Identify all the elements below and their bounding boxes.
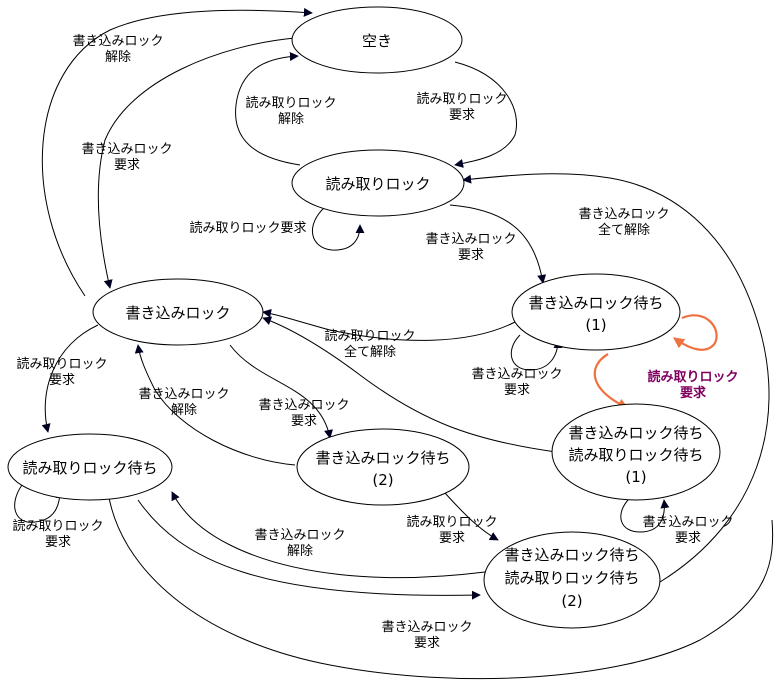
state-both-wait-2-line1: 書き込みロック待ち [504, 546, 639, 564]
edge-read-lock-to-write-wait1 [449, 204, 547, 284]
label-read-request-top-1: 読み取りロック [416, 91, 507, 107]
label-read-wait-self-2: 要求 [45, 535, 71, 550]
edge-write-wait2-to-write-lock [134, 344, 296, 466]
edge-read-wait-bottom-loop [107, 491, 774, 680]
edge-read-wait-self [14, 484, 65, 523]
state-read-lock-label: 読み取りロック [325, 175, 430, 193]
state-read-lock: 読み取りロック [291, 149, 465, 217]
label-read-request-self: 読み取りロック要求 [189, 220, 306, 236]
edge-write-wait1-highlight-loop [673, 314, 718, 351]
state-write-wait-1-line1: 書き込みロック待ち [528, 294, 663, 312]
label-read-request-w2-2: 要求 [439, 531, 465, 546]
edge-labels: 書き込みロック 解除 書き込みロック 要求 読み取りロック 解除 読み取りロック… [12, 34, 738, 651]
label-write-request-mid2-2: 要求 [291, 414, 317, 429]
state-read-wait-label: 読み取りロック待ち [22, 459, 157, 477]
label-write-request-top-2: 要求 [114, 158, 140, 173]
edge-read-wait-to-both2 [137, 499, 481, 600]
state-free-label: 空き [362, 32, 392, 50]
edge-both2-to-read-wait [171, 491, 486, 579]
label-write-request-top-1: 書き込みロック [81, 142, 172, 157]
edge-both1-self [620, 499, 670, 533]
state-write-wait-2-line1: 書き込みロック待ち [315, 449, 450, 467]
label-write-request-mid-1: 書き込みロック [425, 232, 516, 247]
label-read-request-highlight-2: 要求 [680, 385, 707, 401]
edge-write-release-to-free [41, 7, 313, 297]
state-both-wait-2: 書き込みロック待ち 読み取りロック待ち (2) [483, 531, 661, 629]
edge-free-to-write-lock [97, 37, 296, 289]
state-write-wait-1: 書き込みロック待ち (1) [511, 273, 681, 351]
label-write-request-bottom-1: 書き込みロック [381, 620, 472, 635]
state-write-lock: 書き込みロック [92, 278, 264, 346]
label-write-wait1-self-1: 書き込みロック [471, 367, 562, 382]
state-both-wait-2-line2: 読み取りロック待ち [504, 569, 639, 587]
label-read-all-release-1: 読み取りロック [324, 328, 415, 344]
state-read-wait: 読み取りロック待ち [7, 433, 173, 501]
label-read-request-top-2: 要求 [449, 108, 475, 123]
label-write-release-bottom-2: 解除 [287, 544, 313, 559]
state-write-lock-label: 書き込みロック [125, 304, 230, 322]
label-write-all-release-1: 書き込みロック [578, 207, 669, 222]
edge-write-lock-to-write-wait2 [229, 344, 333, 439]
edge-read-release-to-free [235, 51, 301, 166]
label-read-release-top-2: 解除 [278, 112, 304, 127]
state-both-wait-1-line1: 書き込みロック待ち [568, 424, 703, 442]
edges [14, 7, 774, 680]
edge-read-lock-self [311, 206, 365, 251]
label-read-request-left-1: 読み取りロック [16, 356, 107, 372]
states: 空き 読み取りロック 書き込みロック 書き込みロック待ち (1) 読み取りロック… [7, 6, 721, 629]
label-read-request-highlight-1: 読み取りロック [647, 369, 738, 385]
label-read-request-w2-1: 読み取りロック [406, 514, 497, 530]
label-both1-self-2: 要求 [675, 531, 701, 546]
label-write-request-bottom-2: 要求 [414, 636, 440, 651]
label-both1-self-1: 書き込みロック [642, 515, 733, 530]
label-write-wait1-self-2: 要求 [504, 383, 530, 398]
label-read-wait-self-1: 読み取りロック [12, 518, 103, 534]
edge-write-wait2-to-both2 [444, 492, 499, 541]
state-write-wait-2: 書き込みロック待ち (2) [296, 428, 470, 506]
edge-both2-to-read-lock [462, 173, 770, 583]
label-read-request-left-2: 要求 [49, 373, 75, 388]
label-write-all-release-2: 全て解除 [598, 222, 650, 238]
state-both-wait-2-line3: (2) [561, 592, 582, 610]
edge-free-to-read-lock [454, 61, 517, 168]
label-write-request-mid2-1: 書き込みロック [258, 398, 349, 413]
state-write-wait-1-line2: (1) [585, 316, 606, 334]
label-write-release-top-2: 解除 [105, 50, 131, 65]
edge-write-wait1-self [510, 334, 563, 371]
edge-both1-to-write-lock [262, 316, 557, 453]
label-write-request-mid-2: 要求 [458, 248, 484, 263]
label-read-release-top-1: 読み取りロック [245, 95, 336, 111]
label-read-all-release-2: 全て解除 [344, 344, 396, 360]
label-write-release-bottom-1: 書き込みロック [254, 528, 345, 543]
label-write-release-top-1: 書き込みロック [72, 34, 163, 49]
label-write-release-mid-1: 書き込みロック [138, 387, 229, 402]
edge-write-wait1-to-write-lock [262, 308, 516, 341]
state-both-wait-1-line3: (1) [625, 468, 646, 486]
state-both-wait-1: 書き込みロック待ち 読み取りロック待ち (1) [551, 403, 721, 501]
state-both-wait-1-line2: 読み取りロック待ち [568, 446, 703, 464]
label-write-release-mid-2: 解除 [171, 403, 197, 418]
state-free: 空き [291, 6, 463, 74]
edge-write-wait1-to-both1-highlight [593, 353, 630, 410]
edge-write-lock-to-read-wait [41, 324, 99, 433]
state-write-wait-2-line2: (2) [372, 471, 393, 489]
